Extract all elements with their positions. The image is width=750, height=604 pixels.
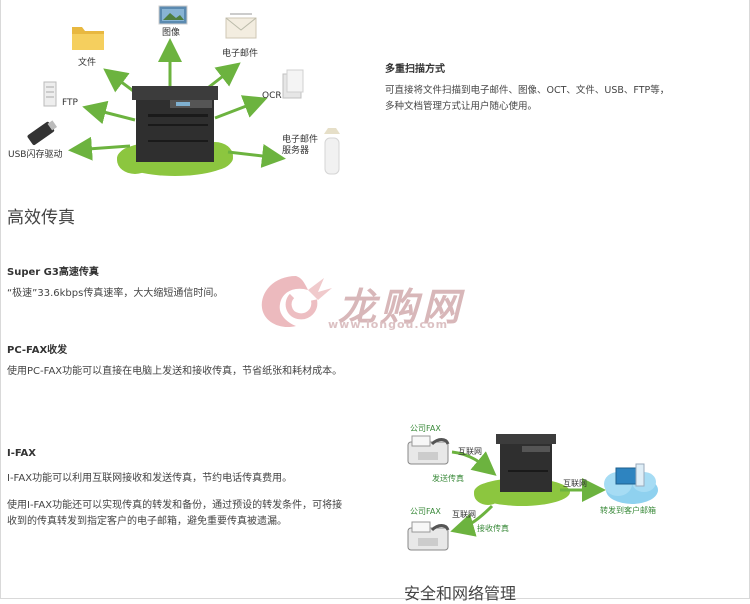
i-fax-desc2-line2: 收到的传真转发到指定客户的电子邮箱，避免重要传真被遗漏。 xyxy=(7,516,287,527)
pc-fax-title: PC-FAX收发 xyxy=(7,345,68,356)
email-icon xyxy=(225,13,257,39)
label-company-fax-top: 公司FAX xyxy=(410,424,441,433)
label-forward-email: 转发到客户邮箱 xyxy=(600,506,656,515)
scan-label-email: 电子邮件 xyxy=(222,49,259,59)
ifax-diagram xyxy=(407,434,658,551)
scan-label-image: 图像 xyxy=(162,28,181,38)
scan-label-ocr: OCR xyxy=(262,91,282,101)
ocr-icon xyxy=(282,69,304,99)
scan-desc-line1: 可直接将文件扫描到电子邮件、图像、OCT、文件、USB、FTP等， xyxy=(385,85,670,96)
fax-printer-image xyxy=(496,434,556,492)
label-internet-right: 互联网 xyxy=(563,479,587,488)
super-g3-title: Super G3高速传真 xyxy=(7,267,99,278)
watermark-logo-icon xyxy=(261,276,332,328)
label-internet-top: 互联网 xyxy=(458,447,482,456)
label-company-fax-bottom: 公司FAX xyxy=(410,507,441,516)
scan-label-file: 文件 xyxy=(78,58,97,68)
computer-icon xyxy=(615,463,645,487)
scan-desc-line2: 多种文档管理方式让用户随心使用。 xyxy=(385,101,538,112)
email-server-icon xyxy=(324,128,340,175)
i-fax-desc2-line1: 使用I-FAX功能还可以实现传真的转发和备份，通过预设的转发条件，可将接 xyxy=(7,500,343,511)
folder-icon xyxy=(72,27,104,50)
label-receive-fax: 接收传真 xyxy=(477,524,509,533)
fax-heading: 高效传真 xyxy=(7,208,75,228)
watermark-text: 龙购网 xyxy=(338,284,465,329)
scan-label-server-1: 电子邮件 xyxy=(282,135,319,145)
i-fax-title: I-FAX xyxy=(7,448,37,459)
scan-diagram xyxy=(27,5,340,176)
scan-title: 多重扫描方式 xyxy=(385,64,445,75)
image-icon xyxy=(158,5,188,25)
label-send-fax: 发送传真 xyxy=(432,474,464,483)
scan-label-ftp: FTP xyxy=(62,98,78,108)
ftp-server-icon xyxy=(43,81,57,107)
scan-label-usb: USB闪存驱动 xyxy=(8,150,63,160)
company-fax-bottom-icon xyxy=(407,521,450,551)
printer-image xyxy=(132,86,218,162)
security-heading: 安全和网络管理 xyxy=(404,584,517,603)
super-g3-desc: “极速”33.6kbps传真速率，大大缩短通信时间。 xyxy=(7,288,224,299)
scan-label-server-2: 服务器 xyxy=(282,146,310,156)
usb-drive-icon xyxy=(27,120,58,146)
label-internet-bottom: 互联网 xyxy=(452,510,476,519)
watermark-url: www.longou.com xyxy=(328,318,449,331)
i-fax-desc1: I-FAX功能可以利用互联网接收和发送传真，节约电话传真费用。 xyxy=(7,473,293,484)
company-fax-top-icon xyxy=(407,435,450,465)
pc-fax-desc: 使用PC-FAX功能可以直接在电脑上发送和接收传真，节省纸张和耗材成本。 xyxy=(7,366,343,377)
